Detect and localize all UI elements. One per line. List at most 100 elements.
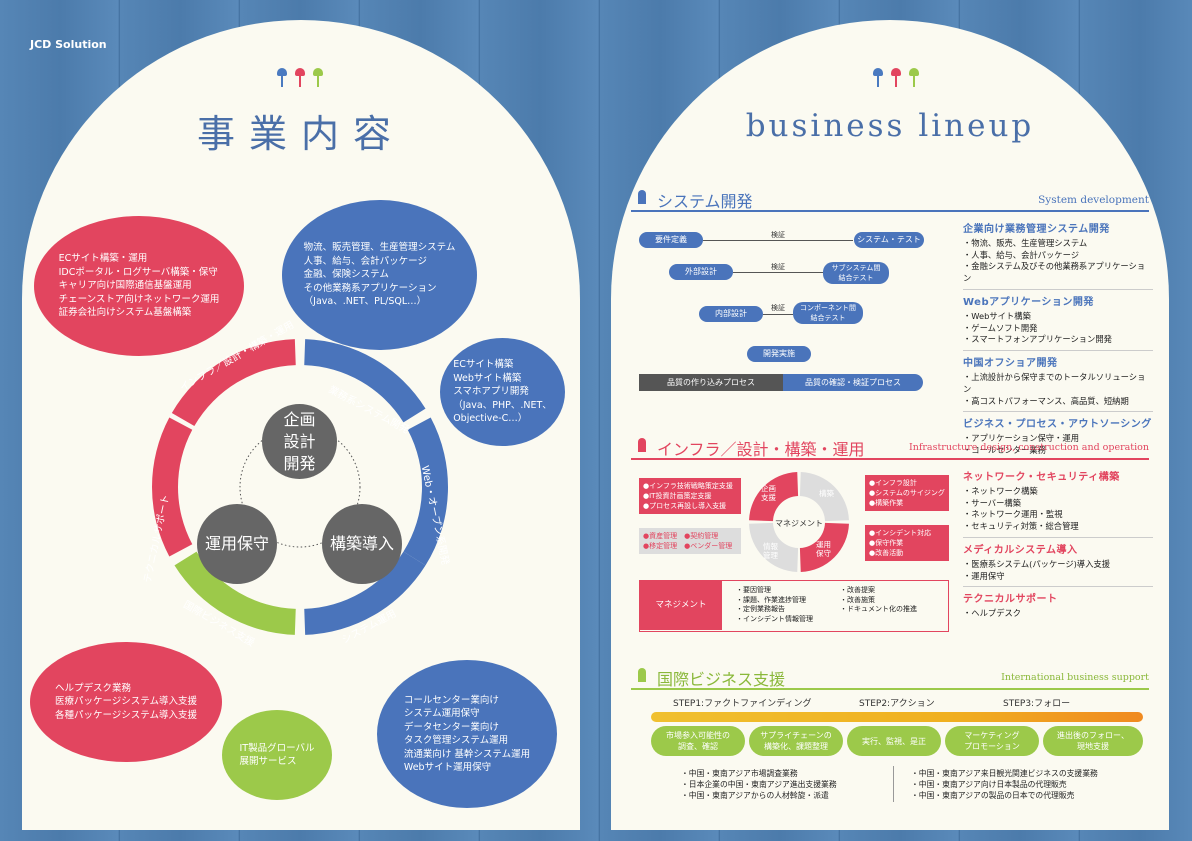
section-system-dev: システム開発 System development: [631, 188, 1149, 212]
cycle-segment: [799, 522, 849, 572]
intl-list-right: ・中国・東南アジア来日観光関連ビジネスの支援業務・中国・東南アジア向け日本製品の…: [911, 768, 1098, 801]
list-item: ・定例業務報告: [736, 605, 785, 613]
infra-tag-planning: ●インフラ技術戦略策定支援 ●IT投資計画策定支援 ●プロセス再設し導入支援: [639, 478, 741, 514]
cycle-q1: 企画 支援: [761, 484, 776, 502]
list-item: ●IT投資計画策定支援: [643, 492, 712, 500]
pin-icon: [295, 68, 305, 88]
pin-icons: [277, 68, 323, 88]
list-item: 流通業向け 基幹システム運用: [403, 748, 531, 760]
list-item: ・要因管理: [736, 586, 771, 594]
list-item: ECサイト構築・運用: [58, 253, 148, 265]
flow-arrow: [733, 272, 823, 273]
list-item: ●プロセス再設し導入支援: [643, 502, 727, 510]
list-item: Webサイト構築: [453, 372, 522, 384]
cycle-segment: [749, 472, 799, 522]
list-item: ●インシデント対応: [869, 529, 932, 537]
flow-step: サブシステム間 結合テスト: [823, 262, 889, 284]
list-item: IT製品グローバル: [239, 742, 315, 754]
pin-icon: [873, 68, 883, 88]
list-item: スマホアプリ開発: [453, 386, 529, 398]
side-heading: ビジネス・プロセス・アウトソーシング: [963, 419, 1152, 431]
arrow-label: 検証: [771, 231, 785, 239]
side-heading: 中国オフショア開発: [963, 358, 1058, 370]
step-box: マーケティング プロモーション: [945, 726, 1039, 756]
step-boxes: 市場参入可能性の 調査、確認 サプライチェーンの 構築化、課題整理 実行、監視、…: [651, 726, 1143, 758]
divider: [631, 210, 1149, 212]
list-item: 展開サービス: [239, 756, 297, 767]
management-box: マネジメント ・要因管理・課題、作業進捗管理・定例業務報告・インシデント情報管理…: [639, 580, 949, 632]
list-item: ●システムのサイジング: [869, 489, 945, 497]
section-intl: 国際ビジネス支援 International business support: [631, 666, 1149, 690]
infra-tag-ops: ●インシデント対応●保守作業●改善活動: [865, 525, 949, 561]
infra-tag-build: ●インフラ設計●システムのサイジング●構築作業: [865, 475, 949, 511]
side-item: ・人事、給与、会計パッケージ: [963, 249, 1079, 260]
side-item: ・ゲームソフト開発: [963, 322, 1038, 333]
ring-segment: [174, 551, 296, 635]
side-block: メディカルシステム導入・医療系システム(パッケージ)導入支援・運用保守: [963, 544, 1153, 588]
side-item: ・セキュリティ対策・総合管理: [963, 521, 1079, 532]
side-list-infra: ネットワーク・セキュリティ構築・ネットワーク構築・サーバー構築・ネットワーク運用…: [963, 472, 1153, 631]
list-item: 証券会社向けシステム基盤構築: [58, 307, 192, 319]
cycle-center: マネジメント: [775, 519, 823, 528]
list-item: 医療パッケージシステム導入支援: [54, 696, 198, 708]
pin-icon: [638, 190, 646, 204]
side-item: ・医療系システム(パッケージ)導入支援: [963, 558, 1111, 569]
list-item: 金融、保険システム: [303, 269, 389, 281]
list-item: ・ドキュメント化の推進: [840, 605, 917, 613]
list-item: ヘルプデスク業務: [54, 682, 131, 694]
pin-icon: [909, 68, 919, 88]
step-box: 市場参入可能性の 調査、確認: [651, 726, 745, 756]
section-infra: インフラ／設計・構築・運用 Infrastructure design, con…: [631, 436, 1149, 460]
cycle-segment: [799, 472, 849, 522]
pin-icons: [873, 68, 919, 88]
side-block: ビジネス・プロセス・アウトソーシング・アプリケーション保守・運用・コールセンター…: [963, 419, 1153, 460]
ring-segment: [304, 551, 426, 635]
section-title: システム開発: [657, 192, 753, 211]
process-bar: 品質の確認・検証プロセス: [783, 374, 923, 391]
cycle-segment: [749, 522, 799, 572]
center-operation: 運用保守: [197, 504, 277, 584]
side-item: ・ヘルプデスク: [963, 608, 1022, 619]
divider: [893, 766, 894, 802]
divider: [631, 688, 1149, 690]
side-item: ・スマートフォンアプリケーション開発: [963, 334, 1112, 345]
side-block: Webアプリケーション開発・Webサイト構築・ゲームソフト開発・スマートフォンア…: [963, 297, 1153, 352]
side-item: ・ネットワーク構築: [963, 485, 1038, 496]
right-panel: business lineup システム開発 System developmen…: [611, 20, 1169, 830]
flow-step: 開発実施: [747, 346, 811, 362]
center-planning: 企画 設計 開発: [262, 404, 337, 479]
list-item: ●インフラ技術戦略策定支援: [643, 482, 733, 490]
infra-tag-info: ●資産管理 ●契約管理●移定管理 ●ベンダー管理: [639, 528, 741, 554]
flow-step: 内部設計: [699, 306, 763, 322]
flow-step: 外部設計: [669, 264, 733, 280]
pin-icon: [313, 68, 323, 88]
flow-step: コンポーネント間 結合テスト: [793, 302, 863, 324]
list-item: （Java、.NET、PL/SQL…）: [303, 296, 427, 308]
list-item: 各種パッケージシステム導入支援: [54, 709, 198, 721]
bubble-tech: ヘルプデスク業務医療パッケージシステム導入支援各種パッケージシステム導入支援: [30, 642, 222, 762]
cycle-q4: 情報 管理: [763, 542, 778, 560]
arrow-label: 検証: [771, 263, 785, 271]
side-heading: メディカルシステム導入: [963, 544, 1078, 556]
side-item: ・サーバー構築: [963, 497, 1021, 508]
intl-list-left: ・中国・東南アジア市場調査業務・日本企業の中国・東南アジア進出支援業務・中国・東…: [681, 768, 837, 801]
side-block: 企業向け業務管理システム開発・物流、販売、生産管理システム・人事、給与、会計パッ…: [963, 224, 1153, 290]
bubble-intl: IT製品グローバル展開サービス: [222, 710, 332, 800]
list-item: Webサイト運用保守: [403, 762, 492, 773]
side-item: ・金融システム及びその他業務系アプリケーション: [963, 261, 1146, 284]
list-item: その他業務系アプリケーション: [303, 282, 437, 294]
list-item: タスク管理システム運用: [403, 735, 509, 746]
management-list: ・要因管理・課題、作業進捗管理・定例業務報告・インシデント情報管理: [736, 586, 813, 624]
list-item: データセンター業向け: [403, 721, 499, 733]
list-item: ●資産管理 ●契約管理: [643, 532, 719, 540]
service-ring: [151, 339, 448, 635]
list-item: ・中国・東南アジアからの人材斡旋・派遣: [681, 791, 829, 800]
list-item: ・インシデント情報管理: [736, 614, 813, 623]
flow-step: システム・テスト: [854, 232, 924, 248]
pin-icon: [891, 68, 901, 88]
list-item: コールセンター業向け: [403, 694, 499, 706]
left-panel: 事業内容 インフラ／設計・構築・運用 業務系システム開発 Web・オープン系開発…: [22, 20, 580, 830]
ring-segment: [403, 417, 448, 566]
